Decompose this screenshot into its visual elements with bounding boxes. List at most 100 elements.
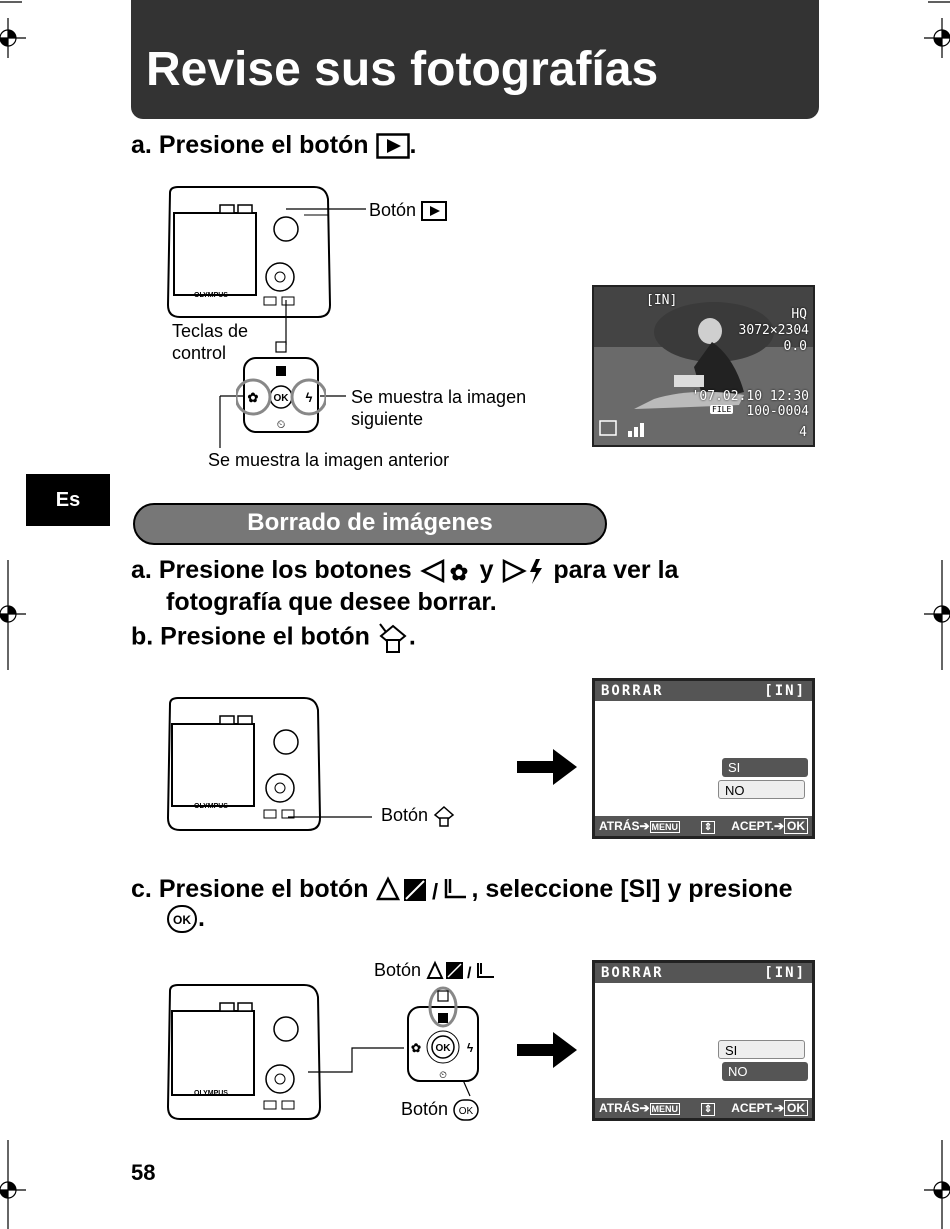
photo-memory: [IN] [646, 293, 678, 308]
section-heading-pill [133, 503, 607, 545]
callout-ok-button: Botón OK [401, 1099, 479, 1121]
step-text-and: y [479, 556, 494, 584]
page-number: 58 [131, 1160, 156, 1185]
step-letter: a. [131, 556, 152, 584]
section-heading: Borrado de imágenes [247, 509, 493, 536]
photo-file-label: FILE [710, 405, 734, 414]
step-letter: a. [131, 131, 152, 159]
menu-label: MENU [649, 1103, 681, 1115]
step-text: Presione el botón [158, 875, 369, 903]
svg-text:✿: ✿ [248, 390, 259, 405]
step-end: . [198, 904, 205, 932]
svg-text:⏲: ⏲ [277, 419, 286, 431]
ok-text: OK [459, 1106, 474, 1117]
callout-text: Botón [401, 1099, 449, 1119]
right-arrow-flash-icon [503, 559, 543, 585]
screen-footer: ATRÁS➔MENU ⇕ACEPT.➔OK [595, 816, 812, 836]
arrow-right-icon [517, 749, 577, 785]
control-pad-2: OK ✿ ϟ ⏲ [407, 986, 479, 1082]
camera-back-illustration [166, 186, 332, 318]
step-end: . [409, 131, 417, 159]
ok-text: OK [173, 913, 191, 927]
camera-brand-3: OLYMPUS [194, 1090, 228, 1097]
option-no[interactable]: NO [722, 1062, 808, 1081]
svg-text:/: / [467, 965, 472, 982]
step-text: , seleccione [SI] y presione [471, 875, 793, 903]
screen-memory: [IN] [764, 965, 806, 981]
ok-label: OK [784, 818, 808, 834]
up-exposure-print-icon: / [375, 876, 466, 904]
svg-text:✿: ✿ [449, 560, 467, 585]
step-b-erase: b. Presione el botón . [131, 622, 416, 654]
ok-label: OK [784, 1100, 808, 1116]
play-button-icon [421, 201, 448, 222]
callout-text: Botón [374, 960, 422, 980]
svg-text:✿: ✿ [411, 1041, 421, 1055]
screen-header: BORRAR[IN] [595, 681, 812, 701]
ok-button-icon: OK [167, 905, 197, 934]
step-letter: c. [131, 875, 152, 903]
accept-label: ACEPT. [731, 1101, 774, 1115]
callout-prev-image: Se muestra la imagen anterior [208, 450, 450, 470]
camera-brand-2: OLYMPUS [194, 803, 228, 810]
step-text: Presione el botón [160, 622, 370, 651]
step-a-line2: fotografía que desee borrar. [166, 588, 497, 616]
screen-footer: ATRÁS➔MENU ⇕ACEPT.➔OK [595, 1098, 812, 1118]
play-button-icon [375, 133, 410, 160]
control-pad: OK ✿ ϟ ⏲ [236, 341, 326, 433]
step-c-confirm: c. Presione el botón / , seleccione [SI]… [131, 875, 793, 905]
arrow-right-icon-2 [517, 1032, 577, 1068]
photo-scene [594, 287, 813, 445]
updown-icon: ⇕ [700, 1103, 716, 1116]
erase-menu-screen-2: BORRAR[IN] SI NO ATRÁS➔MENU ⇕ACEPT.➔OK [592, 960, 815, 1121]
option-si[interactable]: SI [722, 758, 808, 777]
left-arrow-macro-icon: ✿ [419, 559, 468, 585]
step-text: Presione el botón [158, 131, 369, 159]
back-label: ATRÁS [599, 1101, 640, 1115]
step-text: Presione los botones [158, 556, 412, 584]
svg-text:⏲: ⏲ [439, 1070, 447, 1081]
photo-frame-count: 4 [799, 425, 807, 440]
up-exposure-print-icon: / [426, 960, 495, 982]
svg-text:OK: OK [436, 1043, 452, 1054]
callout-up-button: Botón / [374, 960, 498, 982]
option-no[interactable]: NO [718, 780, 805, 799]
playback-photo-screen: [IN] HQ 3072×2304 0.0 '07.02.10 12:30 FI… [592, 285, 815, 447]
camera-back-illustration-3 [166, 984, 322, 1120]
footer-accept: ⇕ACEPT.➔OK [700, 1100, 808, 1116]
erase-menu-screen: BORRAR[IN] SI NO ATRÁS➔MENU ⇕ACEPT.➔OK [592, 678, 815, 839]
photo-quality: HQ [791, 307, 807, 322]
callout-erase-button: Botón [381, 805, 455, 827]
callout-text: Botón [381, 805, 429, 825]
footer-back: ATRÁS➔MENU [599, 819, 681, 833]
back-label: ATRÁS [599, 819, 640, 833]
option-si[interactable]: SI [718, 1040, 805, 1059]
screen-title: BORRAR [601, 965, 664, 981]
page-title: Revise sus fotografías [146, 43, 659, 96]
svg-text:ϟ: ϟ [306, 390, 313, 405]
ok-button-icon: OK [453, 1099, 479, 1121]
step-letter: b. [131, 622, 154, 651]
screen-header: BORRAR [IN] [595, 963, 812, 983]
step-text: para ver la [553, 556, 679, 584]
step-a-browse: a. Presione los botones ✿ y para ver la [131, 556, 678, 585]
step-end: . [408, 622, 416, 651]
callout-play-button: Botón [369, 200, 448, 222]
callout-next-image-2: siguiente [351, 409, 424, 429]
battery-signal-icon [599, 420, 644, 437]
language-label: Es [55, 488, 81, 511]
screen-memory: [IN] [764, 683, 806, 699]
title-banner [131, 0, 819, 119]
language-tab: Es [26, 474, 110, 526]
footer-back: ATRÁS➔MENU [599, 1101, 681, 1115]
photo-datetime: '07.02.10 12:30 [691, 389, 809, 404]
camera-back-illustration-2 [166, 697, 322, 831]
updown-icon: ⇕ [700, 821, 716, 834]
step-c-line2: OK. [166, 904, 205, 934]
menu-label: MENU [649, 821, 681, 833]
callout-control-keys: Teclas de control [172, 321, 249, 363]
step-a-play: a. Presione el botón . [131, 131, 416, 160]
footer-accept: ⇕ACEPT.➔OK [700, 818, 808, 834]
accept-label: ACEPT. [731, 819, 774, 833]
